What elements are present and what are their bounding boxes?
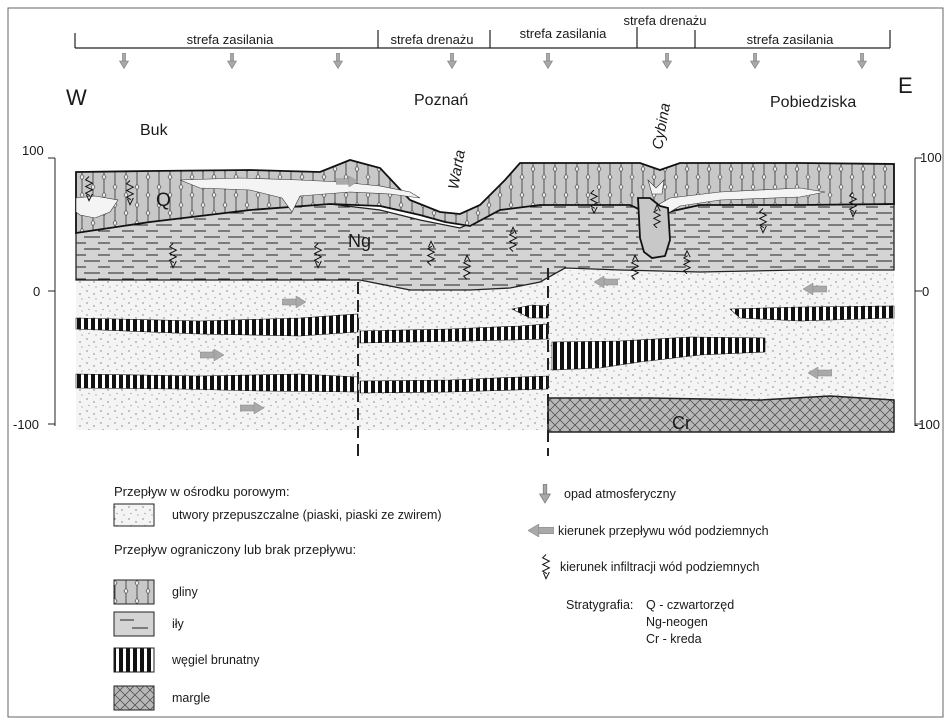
zone-label-recharge-3: strefa zasilania <box>747 32 834 47</box>
legend-strat-ng: Ng-neogen <box>646 615 708 629</box>
right-axis <box>915 158 922 426</box>
legend-strat-q: Q - czwartorzęd <box>646 598 734 612</box>
down-arrow-icon <box>751 53 760 69</box>
marl-layer <box>548 396 894 432</box>
legend-swatch-till <box>114 580 154 604</box>
down-arrow-icon <box>544 53 553 69</box>
down-arrow-icon <box>228 53 237 69</box>
axis-left-100: 100 <box>22 143 44 158</box>
down-arrow-icon <box>448 53 457 69</box>
legend-porous-header: Przepływ w ośrodku porowym: <box>114 484 290 499</box>
legend-margle: margle <box>172 691 210 705</box>
place-buk: Buk <box>140 122 169 139</box>
legend-permeable: utwory przepuszczalne (piaski, piaski ze… <box>172 508 442 522</box>
legend-squiggle-icon <box>543 555 550 579</box>
zone-label-recharge-2: strefa zasilania <box>520 26 607 41</box>
legend-limited-header: Przepływ ograniczony lub brak przepływu: <box>114 542 356 557</box>
zone-label-drainage-2: strefa drenażu <box>623 13 706 28</box>
cybina-channel <box>638 198 670 258</box>
axis-left-minus100: -100 <box>13 417 39 432</box>
legend-down-arrow-icon <box>540 484 551 503</box>
legend-wegiel: węgiel brunatny <box>171 653 260 667</box>
legend-swatch-sand <box>114 504 154 526</box>
legend-strat-label: Stratygrafia: <box>566 598 633 612</box>
zone-label-drainage-1: strefa drenażu <box>390 32 473 47</box>
legend-kierunek-przeplywu: kierunek przepływu wód podziemnych <box>558 524 769 538</box>
coal-seam-east-lens <box>730 306 894 321</box>
place-pobiedziska: Pobiedziska <box>770 94 856 111</box>
unit-label-q: Q <box>156 190 171 211</box>
axis-right-100: 100 <box>920 150 942 165</box>
legend-swatch-coal <box>114 648 154 672</box>
down-arrow-icon <box>120 53 129 69</box>
legend-ily: iły <box>172 617 185 631</box>
direction-west: W <box>66 85 87 110</box>
legend-kierunek-infiltracji: kierunek infiltracji wód podziemnych <box>560 560 759 574</box>
zone-label-recharge-1: strefa zasilania <box>187 32 274 47</box>
legend-strat-cr: Cr - kreda <box>646 632 702 646</box>
legend-gliny: gliny <box>172 585 198 599</box>
place-poznan: Poznań <box>414 92 468 109</box>
down-arrow-icon <box>858 53 867 69</box>
down-arrow-icon <box>663 53 672 69</box>
unit-label-cr: Cr <box>672 413 691 433</box>
direction-east: E <box>898 73 913 98</box>
legend-left-arrow-icon <box>528 524 554 537</box>
river-warta: Warta <box>445 149 469 191</box>
legend-opad: opad atmosferyczny <box>564 487 677 501</box>
down-arrow-icon <box>334 53 343 69</box>
legend-swatch-clay <box>114 612 154 636</box>
axis-right-minus100: -100 <box>914 417 940 432</box>
unit-label-ng: Ng <box>348 231 371 251</box>
axis-right-0: 0 <box>922 284 929 299</box>
left-axis <box>48 158 55 426</box>
river-cybina: Cybina <box>649 102 674 151</box>
legend-swatch-marl <box>114 686 154 710</box>
axis-left-0: 0 <box>33 284 40 299</box>
precipitation-arrows <box>120 53 867 69</box>
